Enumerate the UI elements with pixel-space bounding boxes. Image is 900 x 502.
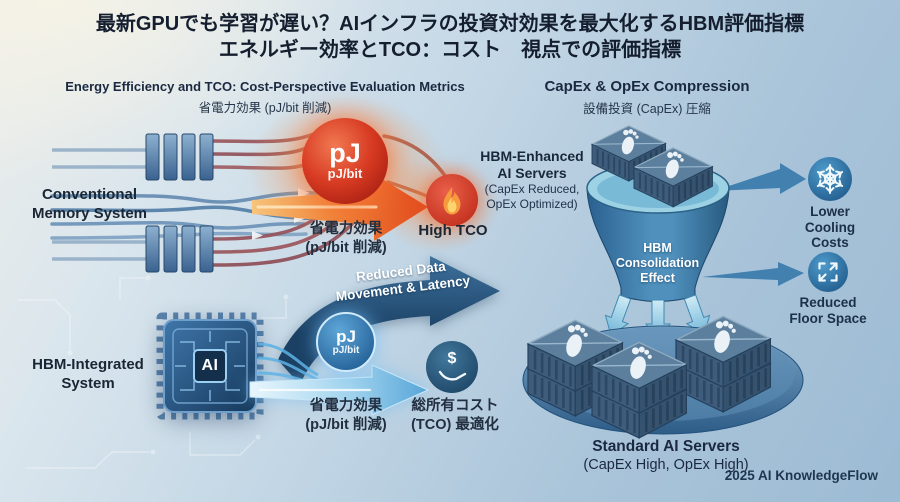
pj-blue-circle-label: pJ pJ/bit [332,326,360,356]
snowflake-icon [808,157,852,201]
high-tco-label: High TCO [418,222,488,239]
power-consumption-arrow [252,174,428,241]
conventional-memory-label: Conventional Memory System [31,186,148,222]
funnel-label: HBM Consolidation Effect [615,241,700,285]
efficient-power-arrow [249,364,430,416]
standard-servers-label: Standard AI Servers (CapEx High, OpEx Hi… [583,438,749,473]
power-saving-caption-bottom: 省電力効果 (pJ/bit 削減) [305,398,387,433]
reduced-latency-arrow [278,256,500,385]
right-section-heading: CapEx & OpEx Compression [544,78,750,95]
left-section-subheading: 省電力効果 (pJ/bit 削減) [198,101,332,115]
ai-chip [156,312,264,420]
dollar-hand-icon [426,341,478,393]
main-title: 最新GPUでも学習が遅い？AIインフラの投資対効果を最大化するHBM評価指標 エ… [0,11,900,63]
expand-arrows-icon [808,252,848,292]
dollar-sign: $ [447,350,457,367]
hbm-servers-label: HBM-Enhanced AI Servers (CapEx Reduced, … [480,148,584,211]
memory-modules-top [145,133,214,181]
reduced-floor-label: Reduced Floor Space [789,295,867,326]
ai-chip-label: AI [201,357,219,374]
power-saving-caption-top: 省電力効果 (pJ/bit 削減) [305,221,387,256]
right-section-subheading: 設備投資 (CapEx) 圧縮 [583,102,711,116]
arrow-to-floor [702,262,804,286]
hbm-integrated-label: HBM-Integrated System [32,356,144,392]
flame-icon [426,174,478,226]
credit-text: 2025 AI KnowledgeFlow [724,468,878,483]
circuit-pattern [18,275,289,469]
main-title-line2: エネルギー効率とTCO：コスト 視点での評価指標 [218,39,682,61]
left-section-heading: Energy Efficiency and TCO: Cost-Perspect… [65,79,465,94]
pj-red-circle-label: pJ pJ/bit [327,138,363,182]
arrow-to-cooling [714,163,806,194]
memory-modules-bottom [145,225,214,273]
pj-red-circle [302,118,388,204]
pj-blue-circle [316,312,376,372]
lower-cooling-label: Lower Cooling Costs [804,204,856,250]
tco-optimized-label: 総所有コスト (TCO) 最適化 [411,398,499,433]
main-title-line1: 最新GPUでも学習が遅い？AIインフラの投資対効果を最大化するHBM評価指標 [95,13,805,35]
